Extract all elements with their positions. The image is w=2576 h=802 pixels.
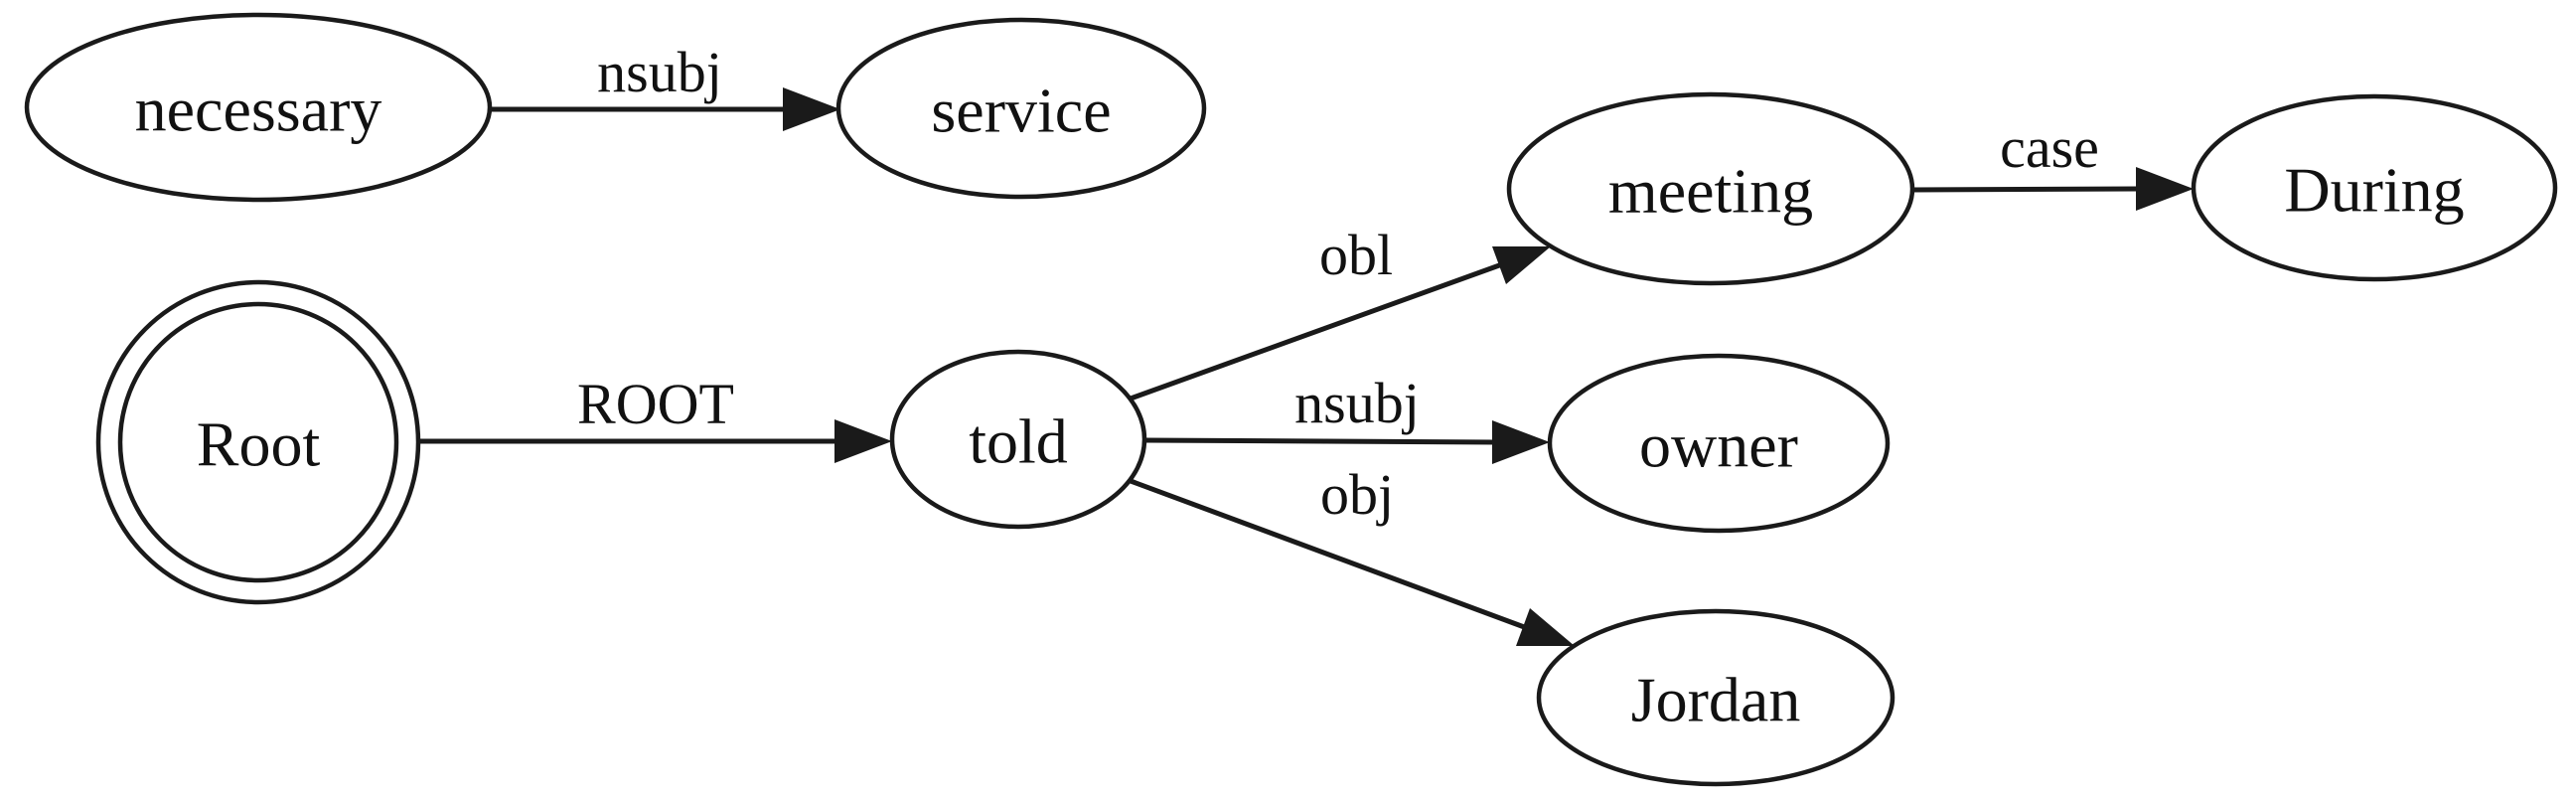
node-label-service: service [931,76,1111,146]
arrowhead-icon [1516,608,1575,646]
arrowhead-icon [2136,167,2194,211]
node-told: told [889,349,1147,530]
edge-told-jordan: obj [1130,462,1575,646]
edge-line [1911,186,2139,193]
edge-label-obj: obj [1320,462,1394,527]
ellipse-shape [835,17,1207,200]
edge-root-told: ROOT [419,372,892,463]
node-jordan: Jordan [1536,608,1895,787]
ellipse-shape [1506,91,1915,286]
edge-line [1143,437,1497,445]
double-circle-outer [95,279,421,605]
edge-label-root: ROOT [577,372,734,436]
arrowhead-icon [783,87,840,131]
node-label-during: During [2284,155,2464,226]
edge-label-nsubj: nsubj [597,40,722,104]
edge-told-owner: nsubj [1143,371,1550,464]
arrowhead-icon [1492,246,1551,284]
node-service: service [835,17,1207,200]
ellipse-shape [24,12,493,203]
arrowhead-icon [1492,420,1550,464]
node-label-owner: owner [1639,410,1798,481]
edge-told-meeting: obl [1130,223,1551,401]
edge-label-obl: obl [1319,223,1393,287]
node-root: Root [95,279,421,605]
node-necessary: necessary [24,12,493,203]
node-during: During [2191,93,2558,282]
edge-meeting-during: case [1911,115,2194,211]
double-circle-inner [117,301,399,583]
node-label-root: Root [197,409,321,480]
ellipse-shape [1547,353,1891,534]
node-label-meeting: meeting [1608,156,1813,227]
ellipse-shape [889,349,1147,530]
node-label-told: told [969,406,1068,477]
ellipse-shape [1536,608,1895,787]
edge-line [1130,261,1503,401]
node-owner: owner [1547,353,1891,534]
arrowhead-icon [834,419,892,463]
node-label-jordan: Jordan [1631,665,1801,735]
ellipse-shape [2191,93,2558,282]
edge-label-case: case [2000,115,2099,180]
node-label-necessary: necessary [135,75,382,145]
edge-line [1130,478,1528,631]
edge-necessary-service: nsubj [490,40,840,131]
edge-label-nsubj2: nsubj [1294,371,1420,435]
node-meeting: meeting [1506,91,1915,286]
